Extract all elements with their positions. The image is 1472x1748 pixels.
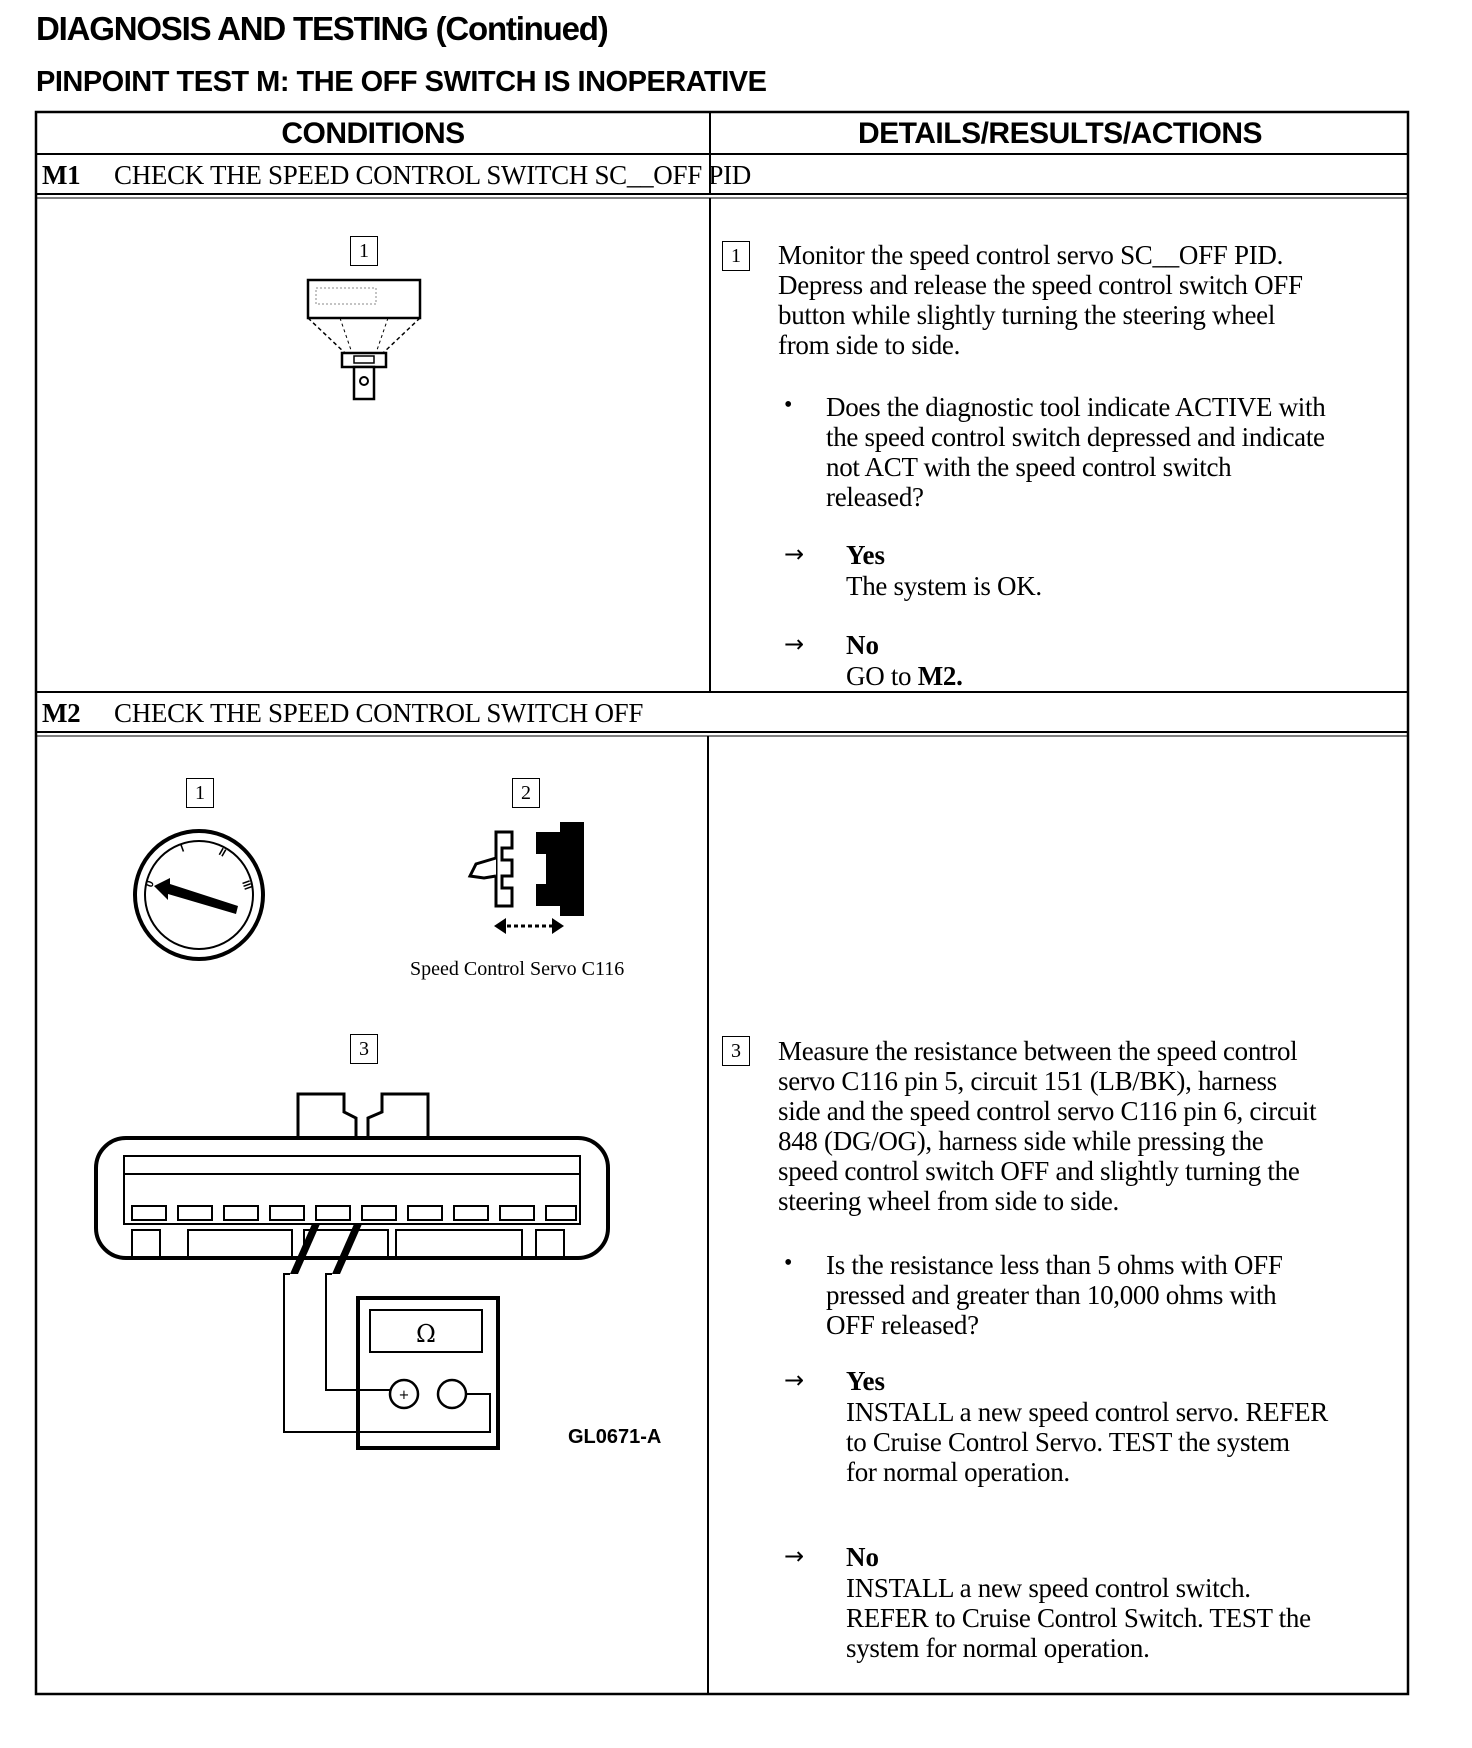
no-label: No [846,630,879,660]
ohm-symbol: Ω [416,1320,436,1348]
text-line: Monitor the speed control servo SC__OFF … [778,240,1284,270]
page-title: DIAGNOSIS AND TESTING (Continued) [36,10,609,47]
no-action-prefix: GO to [846,661,918,691]
text-line: Is the resistance less than 5 ohms with … [826,1250,1283,1280]
text-line: OFF released? [826,1310,979,1340]
diagnostic-tool-figure [306,278,422,401]
ignition-mark: I [179,842,186,854]
text-line: to Cruise Control Servo. TEST the system [846,1427,1290,1457]
step-id: M2 [42,698,81,728]
ignition-mark: II [217,846,228,859]
text-line: not ACT with the speed control switch [826,452,1232,482]
no-label: No [846,1542,879,1572]
arrow-right-icon: → [784,630,805,658]
no-action: GO to M2. [846,661,963,691]
connector-c116-figure [467,822,584,934]
text-line: Does the diagnostic tool indicate ACTIVE… [826,392,1326,422]
details-callout: 3 [722,1036,750,1066]
arrow-right-icon: → [784,1366,805,1394]
figure-callout: 1 [186,778,214,808]
step-title: CHECK THE SPEED CONTROL SWITCH SC__OFF P… [114,160,751,190]
resistance-measurement-figure: Ω + [94,1092,610,1450]
text-line: INSTALL a new speed control switch. [846,1573,1251,1603]
m2-instructions: Measure the resistance between the speed… [778,1036,1317,1216]
bullet-icon: • [784,1250,793,1276]
column-header-details: DETAILS/RESULTS/ACTIONS [857,117,1263,150]
text-line: steering wheel from side to side. [778,1186,1120,1216]
text-line: Measure the resistance between the speed… [778,1036,1298,1066]
text-line: system for normal operation. [846,1633,1150,1663]
text-line: released? [826,482,924,512]
connector-caption: Speed Control Servo C116 [410,958,625,980]
text-line: side and the speed control servo C116 pi… [778,1096,1317,1126]
bullet-icon: • [784,392,793,418]
text-line: for normal operation. [846,1457,1070,1487]
ignition-switch-figure: 0 I II III [133,829,265,961]
text-line: 848 (DG/OG), harness side while pressing… [778,1126,1264,1156]
m2-question: Is the resistance less than 5 ohms with … [826,1250,1283,1340]
no-action-target: M2. [917,661,963,691]
m2-yes-action: INSTALL a new speed control servo. REFER… [846,1397,1328,1487]
figure-callout: 2 [512,778,540,808]
ignition-mark: III [239,879,253,892]
text-line: servo C116 pin 5, circuit 151 (LB/BK), h… [778,1066,1277,1096]
details-callout: 1 [722,241,750,271]
text-line: REFER to Cruise Control Switch. TEST the [846,1603,1311,1633]
plus-symbol: + [399,1388,410,1403]
text-line: from side to side. [778,330,961,360]
arrow-right-icon: → [784,1542,805,1570]
text-line: speed control switch OFF and slightly tu… [778,1156,1300,1186]
figure-callout: 3 [350,1034,378,1064]
step-m2-header: M2 CHECK THE SPEED CONTROL SWITCH OFF [42,698,643,729]
step-id: M1 [42,160,81,190]
step-title: CHECK THE SPEED CONTROL SWITCH OFF [114,698,644,728]
yes-label: Yes [846,1366,885,1396]
text-line: pressed and greater than 10,000 ohms wit… [826,1280,1277,1310]
text-line: Depress and release the speed control sw… [778,270,1303,300]
ignition-mark: 0 [144,879,157,889]
text-line: the speed control switch depressed and i… [826,422,1325,452]
figure-code: GL0671-A [568,1426,662,1448]
m1-question: Does the diagnostic tool indicate ACTIVE… [826,392,1326,512]
yes-action: The system is OK. [846,571,1042,601]
step-m1-header: M1 CHECK THE SPEED CONTROL SWITCH SC__OFF… [42,160,751,191]
arrow-right-icon: → [784,540,805,568]
pinpoint-test-title: PINPOINT TEST M: THE OFF SWITCH IS INOPE… [36,66,767,98]
text-line: button while slightly turning the steeri… [778,300,1276,330]
figure-callout: 1 [350,236,378,266]
yes-label: Yes [846,540,885,570]
m2-no-action: INSTALL a new speed control switch. REFE… [846,1573,1311,1663]
column-header-conditions: CONDITIONS [281,117,465,150]
text-line: INSTALL a new speed control servo. REFER [846,1397,1328,1427]
m1-instructions: Monitor the speed control servo SC__OFF … [778,240,1303,360]
